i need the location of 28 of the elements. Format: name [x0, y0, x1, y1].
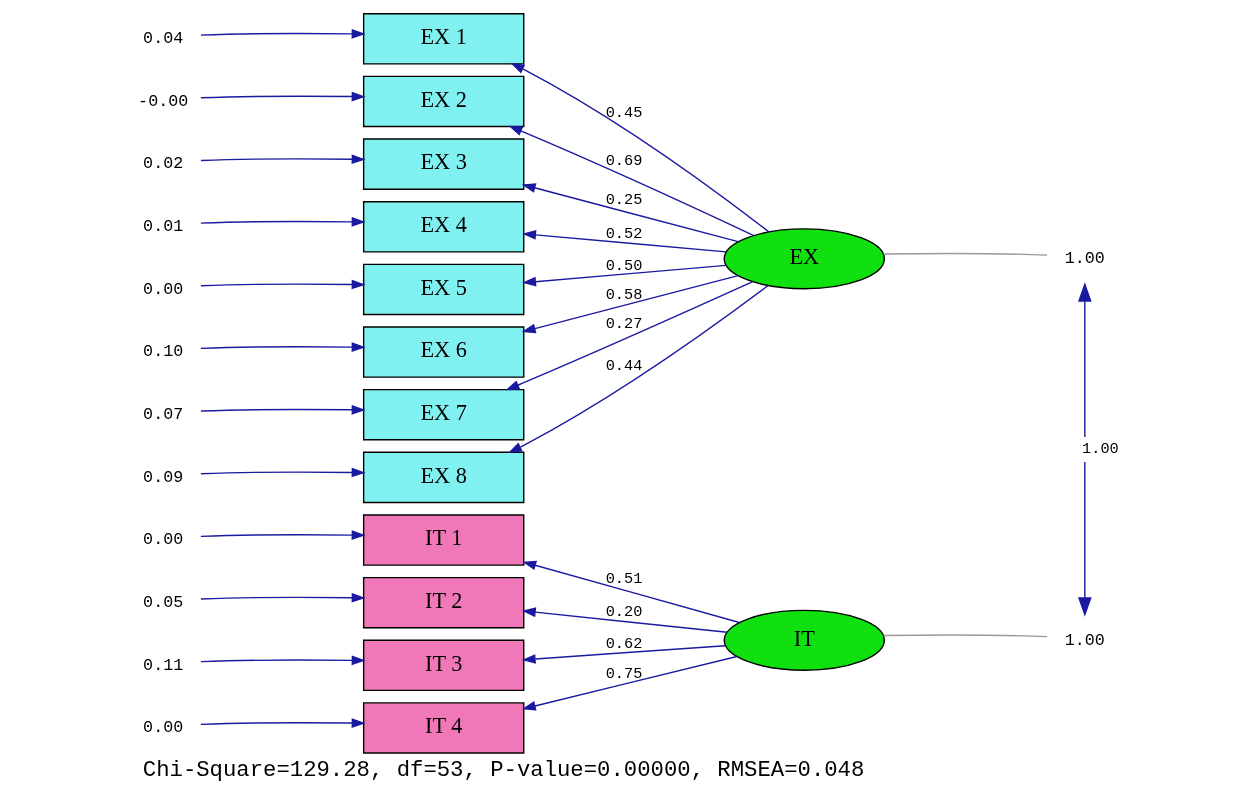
- node-text: 0.00: [142, 718, 183, 738]
- node-text: 0.04: [142, 29, 183, 49]
- edge-label: 0.51: [605, 569, 642, 588]
- node-text: 1.00: [1064, 630, 1105, 650]
- node-text: 0.01: [142, 217, 183, 237]
- node-text: -0.00: [137, 91, 188, 111]
- edge-label: 0.69: [605, 152, 642, 171]
- edge-label: 0.45: [605, 103, 642, 122]
- node-text: 0.02: [142, 154, 183, 174]
- edge-label: 0.50: [605, 256, 642, 275]
- edge-label: 0.75: [605, 664, 642, 683]
- node-text: 0.09: [142, 467, 183, 487]
- edge-label: 0.25: [605, 191, 642, 210]
- node-text: 0.07: [142, 405, 183, 425]
- edge-label: 0.20: [605, 603, 642, 622]
- edge-label: 0.44: [605, 356, 642, 375]
- edge-label: 0.62: [605, 635, 642, 654]
- node-text: 0.00: [142, 279, 183, 299]
- node-text: 0.05: [142, 593, 183, 612]
- node-text: 1.00: [1064, 249, 1105, 269]
- edge-label: 0.52: [605, 224, 642, 243]
- node-text: 0.10: [142, 342, 183, 362]
- caption: Chi-Square=129.28, df=53, P-value=0.00000, RMSEA=0.048: [142, 757, 864, 784]
- edge-label: 1.00: [1081, 440, 1119, 459]
- node-text: 0.11: [142, 655, 183, 675]
- node-text: 0.00: [142, 530, 183, 550]
- edge-label: 0.27: [605, 315, 642, 334]
- edge-label: 0.58: [605, 285, 642, 304]
